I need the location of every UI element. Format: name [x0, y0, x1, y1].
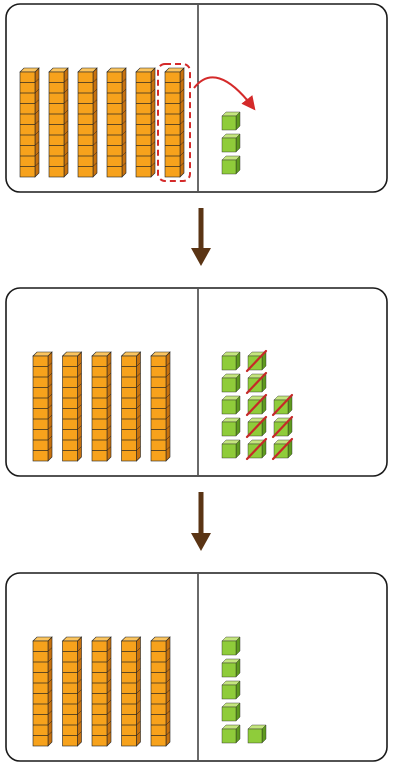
panel-frame — [5, 3, 388, 193]
unit-cube — [245, 437, 268, 461]
cross-out-mark — [245, 393, 268, 417]
unit-cube — [271, 393, 294, 417]
cross-out-mark — [245, 415, 268, 439]
ones-group — [221, 349, 294, 461]
ten-rod — [120, 351, 142, 462]
ten-rod — [150, 351, 171, 462]
ten-rod — [164, 67, 185, 178]
cross-out-mark — [271, 415, 294, 439]
regroup-highlight-box — [157, 63, 191, 182]
ten-rod — [150, 636, 171, 747]
ten-rod — [120, 636, 142, 747]
tens-group — [32, 351, 171, 462]
unit-cube — [221, 351, 241, 371]
ten-rod — [32, 351, 53, 462]
cross-out-mark — [245, 371, 268, 395]
cross-out-mark — [245, 349, 268, 373]
cross-out-mark — [271, 393, 294, 417]
unit-cube — [221, 395, 241, 415]
ten-rod — [91, 351, 112, 462]
unit-cube — [221, 111, 241, 131]
unit-cube — [245, 371, 268, 395]
unit-cube — [221, 155, 241, 175]
unit-cube — [245, 393, 268, 417]
unit-cube — [221, 133, 241, 153]
ten-rod — [32, 636, 53, 747]
unit-cube — [221, 439, 241, 459]
step-panel-start — [5, 3, 388, 193]
unit-cube — [245, 349, 268, 373]
ten-rod — [106, 67, 127, 178]
unit-cube — [221, 636, 241, 656]
down-arrow-icon — [191, 492, 211, 551]
unit-cube — [247, 724, 267, 744]
unit-cube — [245, 415, 268, 439]
ten-rod — [48, 67, 69, 178]
ten-rod — [135, 67, 156, 178]
ones-group — [221, 111, 241, 175]
unit-cube — [221, 373, 241, 393]
unit-cube — [221, 702, 241, 722]
cross-out-mark — [271, 437, 294, 461]
step-panel-result — [5, 572, 388, 762]
unit-cube — [271, 437, 294, 461]
unit-cube — [221, 417, 241, 437]
unit-cube — [221, 724, 241, 744]
curved-arrow-icon — [193, 76, 256, 111]
ten-rod — [77, 67, 98, 178]
tens-group — [32, 636, 171, 747]
down-arrow-icon — [191, 208, 211, 266]
ten-rod — [19, 67, 40, 178]
ten-rod — [61, 351, 83, 462]
unit-cube — [221, 680, 241, 700]
ten-rod — [91, 636, 112, 747]
step-panel-regrouped — [5, 287, 388, 477]
cross-out-mark — [245, 437, 268, 461]
ten-rod — [61, 636, 83, 747]
tens-group — [19, 63, 191, 182]
ones-group — [221, 636, 267, 744]
unit-cube — [271, 415, 294, 439]
unit-cube — [221, 658, 241, 678]
